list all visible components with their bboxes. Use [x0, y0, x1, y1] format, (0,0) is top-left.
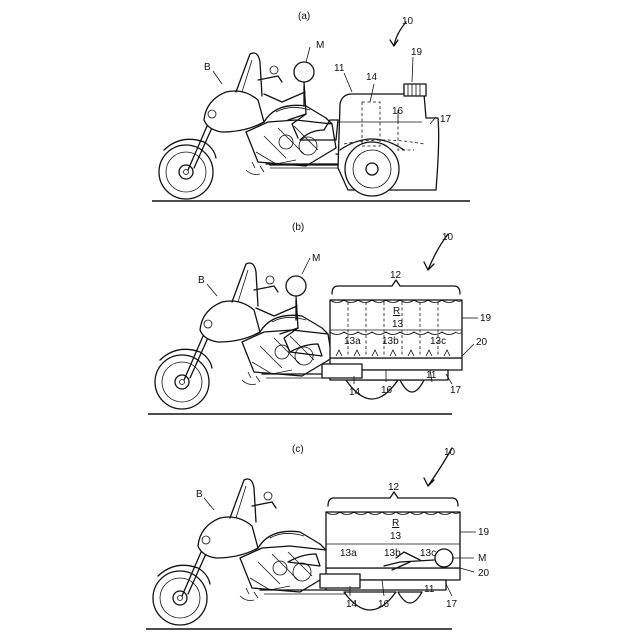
- panel-b-label-B: B: [198, 275, 205, 286]
- panel-a-label-B: B: [204, 62, 211, 73]
- panel-c-lying-rider: [435, 549, 453, 567]
- panel-a-box-19: [404, 84, 426, 96]
- panel-a-label-16: 16: [392, 106, 404, 117]
- panel-b-label-20: 20: [476, 337, 488, 348]
- panel-c-label-20: 20: [478, 568, 490, 579]
- panel-c-label-10: 10: [444, 447, 456, 458]
- panel-c: (c) 10 B 12 R 13: [146, 444, 490, 629]
- panel-b-label-13: 13: [392, 319, 404, 330]
- panel-b-motorcycle: [155, 263, 354, 409]
- panel-a-motorcycle: [159, 53, 358, 199]
- panel-b-label-13a: 13a: [344, 336, 361, 347]
- panel-c-label-R: R: [392, 518, 399, 529]
- panel-b-label-11: 11: [426, 370, 437, 381]
- panel-b-rider: [256, 276, 306, 352]
- panel-c-label-13a: 13a: [340, 548, 357, 559]
- panel-a-label-10: 10: [402, 16, 414, 27]
- panel-b-label-14: 14: [349, 387, 361, 398]
- panel-b-label-17: 17: [450, 385, 462, 396]
- panel-b-label-10: 10: [442, 232, 454, 243]
- panel-a-label-M: M: [316, 40, 324, 51]
- panel-c-label-B: B: [196, 489, 203, 500]
- panel-a-caption: (a): [298, 11, 310, 22]
- panel-b-label-R: R: [393, 306, 400, 317]
- panel-c-label-16: 16: [378, 599, 390, 610]
- panel-c-label-19: 19: [478, 527, 490, 538]
- panel-b-label-M: M: [312, 253, 320, 264]
- panel-b-caption: (b): [292, 222, 304, 233]
- panel-a-label-11: 11: [334, 63, 345, 74]
- panel-a-label-17: 17: [440, 114, 452, 125]
- panel-c-label-12: 12: [388, 482, 400, 493]
- panel-c-caption: (c): [292, 444, 304, 455]
- panel-c-label-17: 17: [446, 599, 458, 610]
- panel-c-label-13b: 13b: [384, 548, 401, 559]
- panel-c-label-M: M: [478, 553, 486, 564]
- panel-c-label-11: 11: [424, 584, 435, 595]
- panel-a: (a) 10 M B 11 14: [152, 11, 470, 201]
- panel-c-motorcycle: [153, 479, 352, 625]
- panel-b: (b) 10 M B: [148, 222, 492, 414]
- panel-b-label-13b: 13b: [382, 336, 399, 347]
- panel-c-label-13c: 13c: [420, 548, 436, 559]
- panel-b-label-13c: 13c: [430, 336, 446, 347]
- panel-c-label-13: 13: [390, 531, 402, 542]
- panel-a-label-19: 19: [411, 47, 423, 58]
- panel-b-label-19: 19: [480, 313, 492, 324]
- panel-c-label-14: 14: [346, 599, 358, 610]
- panel-b-label-12: 12: [390, 270, 402, 281]
- panel-a-label-14: 14: [366, 72, 378, 83]
- panel-b-label-16: 16: [381, 385, 393, 396]
